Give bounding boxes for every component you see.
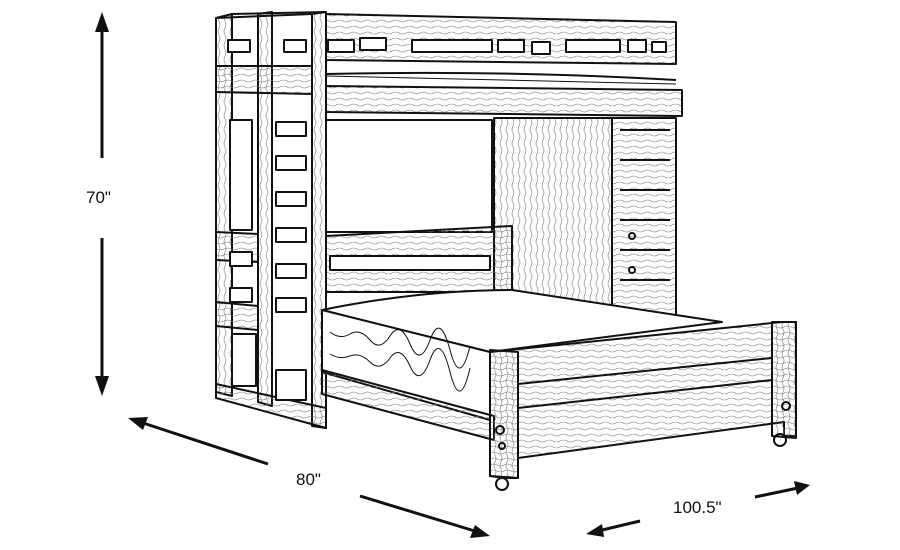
built-in-chest (611, 117, 677, 323)
left-end-frame (215, 11, 327, 429)
width-dimension-label: 100.5" (673, 498, 722, 517)
height-dimension-arrow (95, 12, 109, 396)
depth-dimension-arrow (128, 417, 490, 538)
footboard (489, 321, 797, 491)
width-dimension-arrow (586, 481, 810, 537)
under-loft-opening (325, 119, 493, 233)
loft-bed (215, 11, 797, 491)
depth-dimension-label: 80" (296, 470, 321, 489)
height-dimension-label: 70" (86, 188, 111, 207)
top-bunk-guardrail (325, 13, 683, 117)
lower-headboard (325, 225, 513, 293)
